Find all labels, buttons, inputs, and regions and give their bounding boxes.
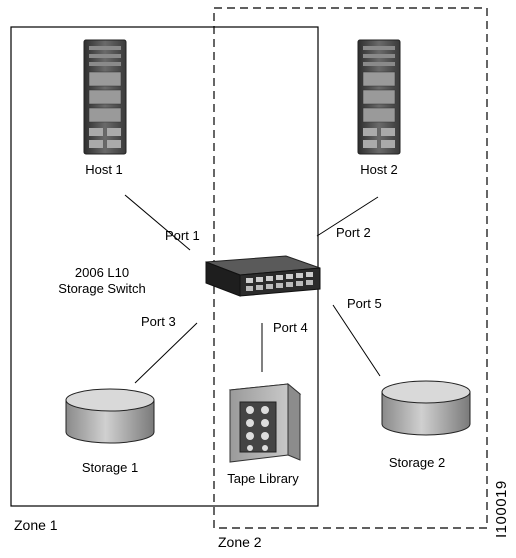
zone-2-label: Zone 2 [218, 534, 262, 550]
figure-id: I100019 [493, 480, 510, 538]
switch-label-line-2: Storage Switch [58, 281, 146, 296]
server-tower-icon [83, 39, 127, 155]
port-3-label: Port 3 [141, 314, 176, 329]
storage-2-label: Storage 2 [388, 455, 446, 470]
link-host2-switch [316, 196, 379, 237]
link-host1-switch [124, 194, 191, 251]
host-1-label: Host 1 [85, 162, 123, 177]
host-2-label: Host 2 [360, 162, 398, 177]
disk-cylinder-icon [65, 388, 155, 444]
zone-1-label: Zone 1 [14, 517, 58, 533]
port-1-label: Port 1 [165, 228, 200, 243]
zone-1-boundary [10, 26, 319, 507]
port-4-label: Port 4 [273, 320, 308, 335]
server-tower-icon [357, 39, 401, 155]
tape-library-icon [228, 382, 302, 463]
link-storage1-switch [134, 322, 198, 384]
storage-1-label: Storage 1 [81, 460, 139, 475]
disk-cylinder-icon [381, 380, 471, 436]
tape-library-label: Tape Library [227, 471, 299, 486]
network-switch-icon [205, 255, 321, 297]
port-2-label: Port 2 [336, 225, 371, 240]
switch-label-line-1: 2006 L10 [74, 265, 130, 280]
port-5-label: Port 5 [347, 296, 382, 311]
link-storage2-switch [332, 304, 381, 377]
